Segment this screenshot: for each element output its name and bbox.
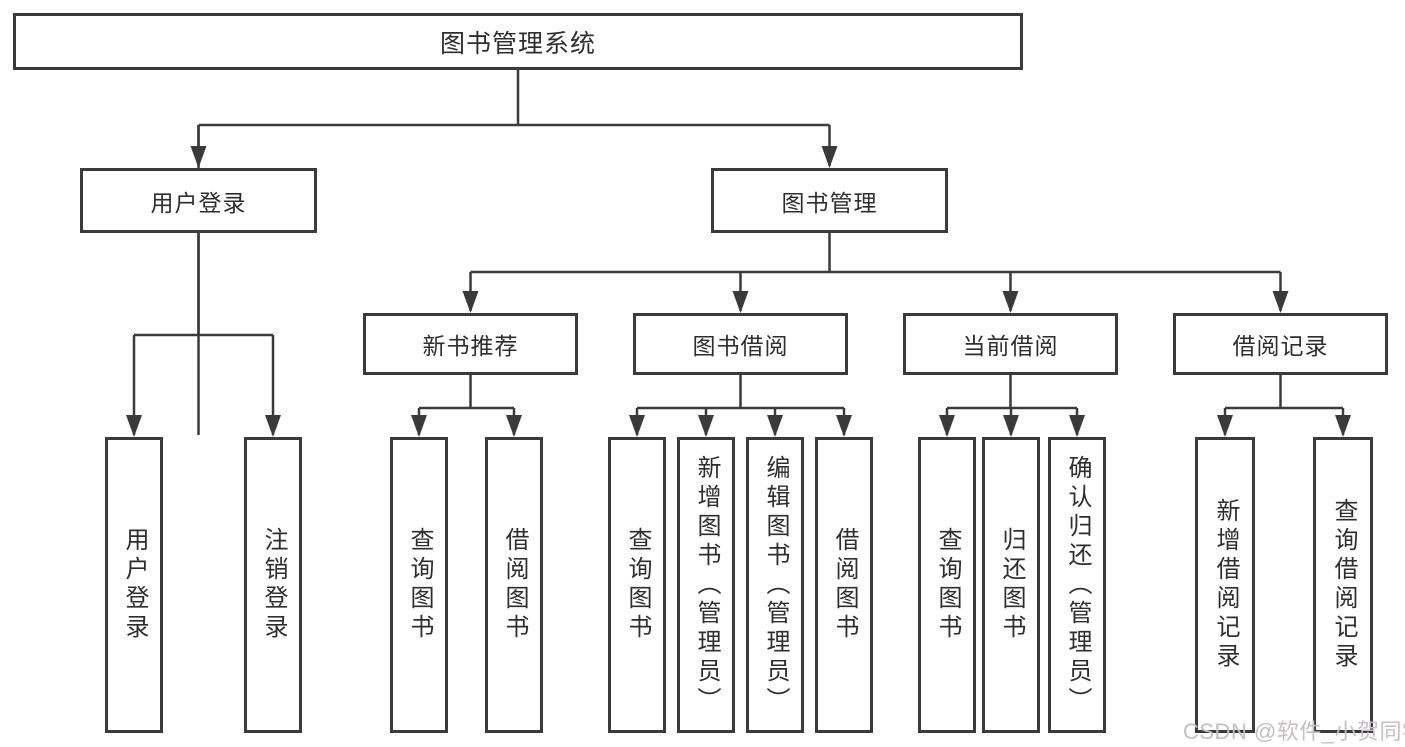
arrowhead: [1335, 415, 1351, 437]
leaf-return-books: 归还图书: [982, 437, 1040, 733]
connector-book-mgmt-to-level3: [469, 233, 1282, 311]
node-system-root: 图书管理系统: [13, 13, 1023, 70]
arrowhead: [767, 415, 783, 437]
arrowhead: [462, 291, 479, 313]
leaf-edit-books-admin: 编辑图书（管理员）: [746, 437, 804, 733]
node-borrowing-records-label: 借阅记录: [1232, 333, 1329, 359]
leaf-query-borrow-record-label: 查询借阅记录: [1330, 498, 1357, 672]
arrowhead: [732, 291, 749, 313]
arrowhead: [1217, 415, 1233, 437]
leaf-confirm-return-admin: 确认归还（管理员）: [1048, 437, 1106, 733]
leaf-query-books-2: 查询图书: [608, 437, 666, 733]
leaf-query-borrow-record: 查询借阅记录: [1313, 437, 1373, 733]
node-book-borrowing: 图书借阅: [633, 313, 848, 375]
leaf-add-borrow-record: 新增借阅记录: [1195, 437, 1255, 733]
connector-root-to-level2: [197, 70, 831, 435]
node-book-management: 图书管理: [711, 168, 948, 233]
leaf-borrow-books-2: 借阅图书: [815, 437, 873, 733]
node-book-borrowing-label: 图书借阅: [692, 333, 789, 359]
leaf-confirm-return-admin-label: 确认归还（管理员）: [1064, 454, 1091, 716]
node-current-borrowing-label: 当前借阅: [962, 333, 1059, 359]
connector-new-book-rec-to-leaves: [417, 375, 516, 435]
node-new-book-recommend: 新书推荐: [363, 313, 578, 375]
arrowhead: [821, 146, 838, 168]
connector-user-login-to-leaves: [132, 233, 275, 435]
arrowhead: [126, 415, 142, 437]
connector-book-borrow-to-leaves: [635, 375, 846, 435]
arrowhead: [629, 415, 645, 437]
leaf-borrow-books-2-label: 借阅图书: [831, 527, 858, 643]
arrowhead: [1003, 415, 1019, 437]
node-book-management-label: 图书管理: [781, 189, 878, 216]
leaf-add-borrow-record-label: 新增借阅记录: [1212, 498, 1239, 672]
leaf-add-books-admin-label: 新增图书（管理员）: [693, 454, 720, 716]
node-user-login-label: 用户登录: [150, 189, 247, 216]
leaf-return-books-label: 归还图书: [998, 527, 1025, 643]
leaf-user-login: 用户登录: [105, 437, 163, 733]
arrowhead: [836, 415, 852, 437]
arrowhead: [698, 415, 714, 437]
arrowhead: [411, 415, 427, 437]
arrowheads: [126, 146, 1351, 437]
node-system-root-label: 图书管理系统: [439, 29, 596, 58]
arrowhead: [1069, 415, 1085, 437]
arrowhead: [190, 146, 207, 168]
arrowhead: [939, 415, 955, 437]
node-new-book-recommend-label: 新书推荐: [422, 333, 519, 359]
arrowhead: [265, 415, 281, 437]
arrowhead: [1272, 291, 1289, 313]
leaf-query-books-3: 查询图书: [918, 437, 976, 733]
connector-borrow-records-to-leaves: [1223, 375, 1345, 435]
leaf-borrow-books-1-label: 借阅图书: [501, 527, 528, 643]
arrowhead: [1002, 291, 1019, 313]
leaf-borrow-books-1: 借阅图书: [485, 437, 543, 733]
arrowhead: [506, 415, 522, 437]
leaf-add-books-admin: 新增图书（管理员）: [677, 437, 735, 733]
leaf-user-login-label: 用户登录: [121, 527, 148, 643]
node-user-login: 用户登录: [80, 168, 317, 233]
leaf-edit-books-admin-label: 编辑图书（管理员）: [762, 454, 789, 716]
node-current-borrowing: 当前借阅: [903, 313, 1118, 375]
leaf-logout: 注销登录: [244, 437, 302, 733]
leaf-logout-label: 注销登录: [260, 527, 287, 643]
node-borrowing-records: 借阅记录: [1173, 313, 1388, 375]
csdn-watermark: CSDN @软件_小贺同学: [1183, 719, 1405, 744]
leaf-query-books-1-label: 查询图书: [406, 527, 433, 643]
leaf-query-books-2-label: 查询图书: [624, 527, 651, 643]
leaf-query-books-1: 查询图书: [390, 437, 448, 733]
leaf-query-books-3-label: 查询图书: [934, 527, 961, 643]
